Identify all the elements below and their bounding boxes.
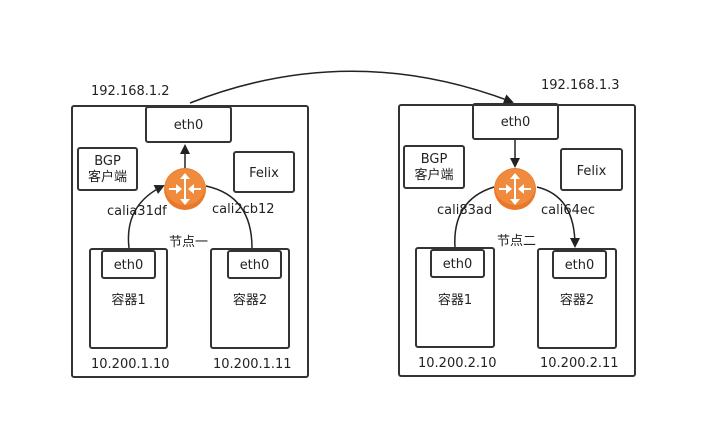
- node2-eth0-label: eth0: [500, 115, 531, 130]
- node2-container1-ip: 10.200.2.10: [418, 356, 497, 371]
- node1-bgp-box: BGP 客户端: [77, 147, 138, 191]
- node1-calia31df-link: [127, 185, 165, 249]
- node1-container1-ip: 10.200.1.10: [91, 357, 170, 372]
- node1-container1-name: 容器1: [111, 293, 146, 308]
- node2-eth0-box: eth0: [472, 103, 559, 140]
- node2-container1-eth0-box: eth0: [430, 249, 485, 278]
- node1-ip: 192.168.1.2: [91, 84, 170, 99]
- router-icon: [494, 168, 536, 210]
- node1-bgp-label: BGP 客户端: [87, 154, 127, 185]
- node2-container1-name: 容器1: [437, 293, 473, 308]
- node1-eth0-box: eth0: [145, 106, 232, 143]
- node2-container1-eth0: eth0: [442, 257, 473, 272]
- node2-container2-name: 容器2: [559, 293, 595, 308]
- node2-bgp-label: BGP 客户端: [414, 152, 454, 183]
- node2-container2-box: eth0 容器2: [537, 248, 617, 349]
- node1-container1-eth0-box: eth0: [101, 250, 156, 279]
- node1-if-left: calia31df: [107, 204, 167, 219]
- node2-if-right: cali64ec: [541, 203, 596, 218]
- node2-cali83ad-link: [454, 186, 495, 249]
- node1-felix-box: Felix: [233, 151, 295, 193]
- node2-container2-eth0-box: eth0: [552, 250, 607, 279]
- node1-cali2cb12-link: [205, 185, 253, 249]
- node2-felix-label: Felix: [576, 164, 607, 179]
- node2-container2-eth0: eth0: [564, 258, 595, 273]
- node2-container2-ip: 10.200.2.11: [540, 356, 619, 371]
- node2-name: 节点二: [497, 234, 537, 249]
- node1-name: 节点一: [169, 235, 209, 250]
- node1-container2-eth0-box: eth0: [227, 250, 282, 279]
- node1-container2-box: eth0 容器2: [210, 248, 290, 349]
- node1-container1-eth0: eth0: [113, 258, 144, 273]
- node2-container1-box: eth0 容器1: [415, 247, 495, 348]
- node2-cali64ec-link: [536, 186, 580, 248]
- node2-bgp-box: BGP 客户端: [403, 145, 465, 189]
- node1-container2-name: 容器2: [232, 293, 268, 308]
- node1-felix-label: Felix: [249, 166, 279, 181]
- node2-felix-box: Felix: [560, 148, 623, 191]
- node1-container2-ip: 10.200.1.11: [213, 357, 292, 372]
- node2-box: [398, 104, 636, 377]
- bgp-peering-curve: [189, 70, 514, 104]
- node1-if-right: cali2cb12: [212, 202, 275, 217]
- node1-container2-eth0: eth0: [239, 258, 270, 273]
- node1-container1-box: eth0 容器1: [89, 248, 168, 349]
- node2-ip: 192.168.1.3: [541, 78, 620, 93]
- node2-if-left: cali83ad: [437, 203, 493, 218]
- node1-eth0-label: eth0: [173, 118, 204, 133]
- router-icon: [164, 168, 206, 210]
